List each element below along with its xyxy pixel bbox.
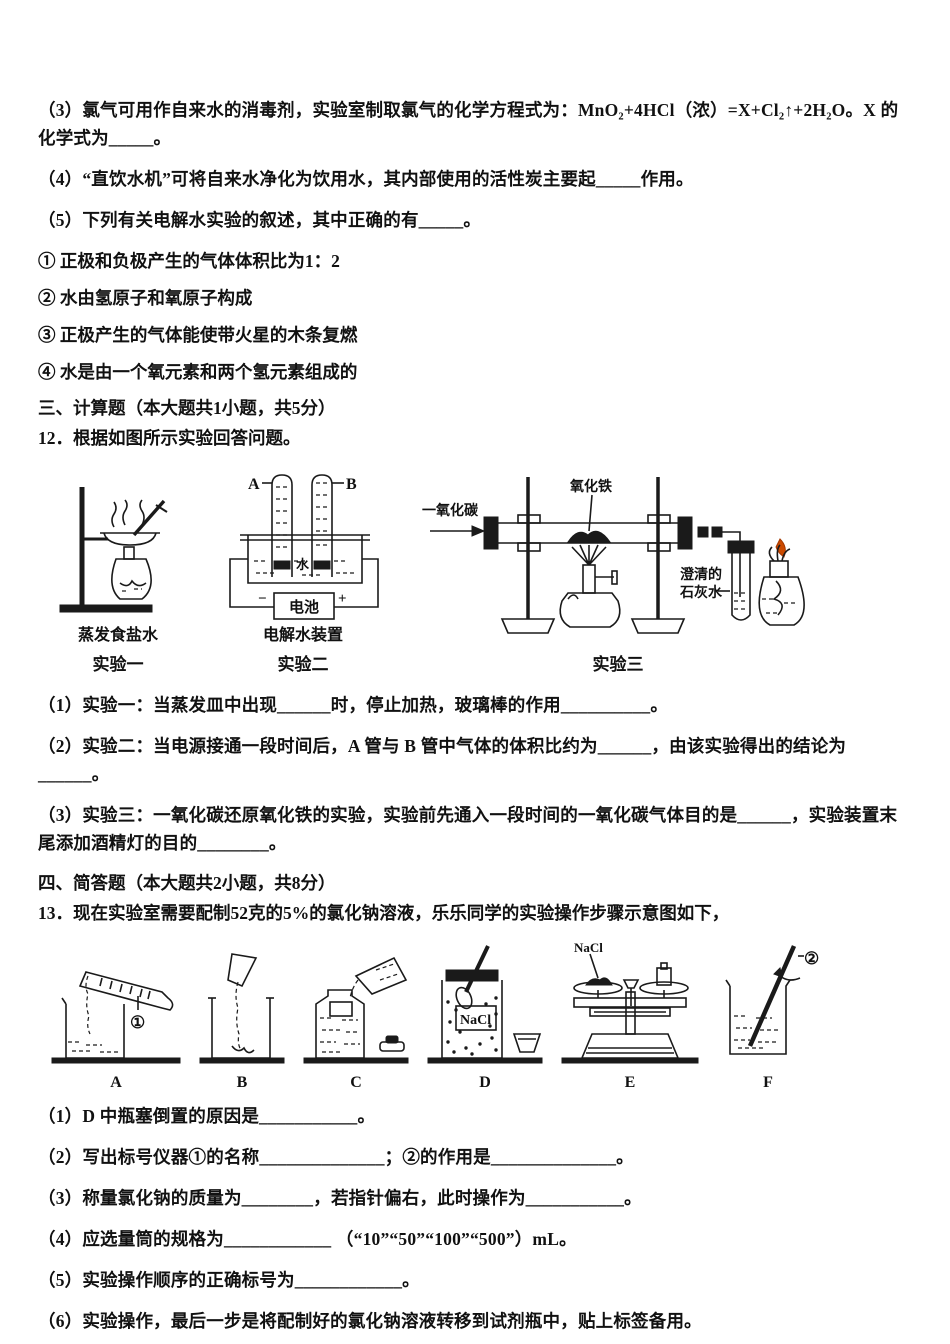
question-3-text: （3）氯气可用作自来水的消毒剂，实验室制取氯气的化学方程式为：MnO₂+4HCl… bbox=[38, 100, 899, 148]
step-e-letter: E bbox=[624, 1074, 636, 1091]
nacl-bottle-diagram: NaCl bbox=[427, 945, 543, 1064]
question-13-6: （6）实验操作，最后一步是将配制好的氯化钠溶液转移到试剂瓶中，贴上标签备用。 bbox=[38, 1311, 702, 1331]
experiment-1-caption: 实验一 bbox=[92, 655, 144, 674]
flame-icon bbox=[775, 538, 786, 558]
question-13-2: （2）写出标号仪器①的名称______________；②的作用是_______… bbox=[38, 1147, 634, 1167]
question-12-1: （1）实验一：当蒸发皿中出现______时，停止加热，玻璃棒的作用_______… bbox=[38, 695, 669, 715]
water-label: 水 bbox=[296, 557, 310, 572]
question-13-intro: 13．现在实验室需要配制52克的5%的氯化钠溶液，乐乐同学的实验操作步骤示意图如… bbox=[38, 903, 730, 923]
add-solid-diagram bbox=[199, 953, 285, 1064]
nacl-weigh-label: NaCl bbox=[574, 940, 603, 955]
figure-step-c: C bbox=[302, 946, 410, 1092]
marker-1-label: ① bbox=[130, 1013, 145, 1032]
stir-diagram: ② bbox=[725, 945, 819, 1055]
option-3: ③ 正极产生的气体能使带火星的木条复燃 bbox=[38, 325, 358, 345]
question-13-5: （5）实验操作顺序的正确标号为____________。 bbox=[38, 1270, 420, 1290]
limewater-label-2: 石灰水 bbox=[679, 584, 723, 601]
step-f-letter: F bbox=[763, 1074, 773, 1091]
question-4-text: （4）“直饮水机”可将自来水净化为饮用水，其内部使用的活性炭主要起_____作用… bbox=[38, 169, 694, 189]
question-13-3: （3）称量氯化钠的质量为________，若指针偏右，此时操作为________… bbox=[38, 1188, 642, 1208]
figure-step-d: NaCl D bbox=[426, 940, 544, 1092]
experiment-2-label: 电解水装置 bbox=[262, 627, 343, 644]
step-b-letter: B bbox=[236, 1074, 248, 1091]
question-13-1: （1）D 中瓶塞倒置的原因是___________。 bbox=[38, 1106, 376, 1126]
step-d-letter: D bbox=[479, 1074, 491, 1091]
electrolysis-diagram: A B 水 电池 − + bbox=[229, 474, 379, 620]
nacl-bottle-label: NaCl bbox=[460, 1013, 491, 1028]
figure-experiment-3: 一氧化碳 氧化铁 bbox=[422, 469, 814, 677]
figure-step-f: ② F bbox=[716, 942, 820, 1092]
question-13-4: （4）应选量筒的规格为____________ （“10”“50”“100”“5… bbox=[38, 1229, 577, 1249]
question-12-2: （2）实验二：当电源接通一段时间后，A 管与 B 管中气体的体积比约为_____… bbox=[38, 736, 847, 784]
evaporation-diagram bbox=[59, 487, 168, 613]
carbon-monoxide-label: 一氧化碳 bbox=[422, 502, 479, 519]
option-4: ④ 水是由一个氧元素和两个氢元素组成的 bbox=[38, 362, 358, 382]
marker-2-label: ② bbox=[804, 949, 819, 968]
option-2: ② 水由氢原子和氧原子构成 bbox=[38, 288, 253, 308]
battery-minus: − bbox=[258, 591, 267, 607]
tube-b-label: B bbox=[346, 476, 357, 493]
question-5-text: （5）下列有关电解水实验的叙述，其中正确的有_____。 bbox=[38, 210, 482, 230]
figure-step-e: NaCl bbox=[560, 936, 700, 1092]
experiment-figure-row: 蒸发食盐水 实验一 bbox=[52, 463, 912, 677]
iron-oxide-label: 氧化铁 bbox=[569, 478, 612, 495]
section-3-header: 三、计算题（本大题共1小题，共5分） bbox=[38, 398, 336, 418]
step-a-letter: A bbox=[110, 1074, 122, 1091]
experiment-1-label: 蒸发食盐水 bbox=[77, 627, 158, 644]
balance-diagram: NaCl bbox=[561, 940, 699, 1064]
experiment-3-caption: 实验三 bbox=[592, 655, 644, 674]
figure-experiment-2: A B 水 电池 − + 电解水装置 实验二 bbox=[210, 463, 396, 677]
pour-cylinder-diagram: ① bbox=[51, 971, 181, 1064]
figure-step-b: B bbox=[198, 946, 286, 1092]
procedure-figure-row: ① A B bbox=[50, 936, 912, 1092]
limewater-label-1: 澄清的 bbox=[680, 566, 722, 583]
option-1: ① 正极和负极产生的气体体积比为1：2 bbox=[38, 251, 340, 271]
experiment-2-caption: 实验二 bbox=[277, 655, 329, 674]
question-12-3: （3）实验三：一氧化碳还原氧化铁的实验，实验前先通入一段时间的一氧化碳气体目的是… bbox=[38, 805, 898, 853]
battery-plus: + bbox=[338, 591, 347, 607]
figure-experiment-1: 蒸发食盐水 实验一 bbox=[52, 475, 184, 677]
step-c-letter: C bbox=[350, 1074, 362, 1091]
pour-liquid-diagram bbox=[303, 956, 409, 1064]
section-4-header: 四、简答题（本大题共2小题，共8分） bbox=[38, 873, 336, 893]
tube-a-label: A bbox=[248, 476, 260, 493]
question-12-intro: 12．根据如图所示实验回答问题。 bbox=[38, 428, 301, 448]
co-reduction-diagram: 一氧化碳 氧化铁 bbox=[422, 477, 805, 634]
battery-label: 电池 bbox=[289, 598, 319, 616]
figure-step-a: ① A bbox=[50, 946, 182, 1092]
